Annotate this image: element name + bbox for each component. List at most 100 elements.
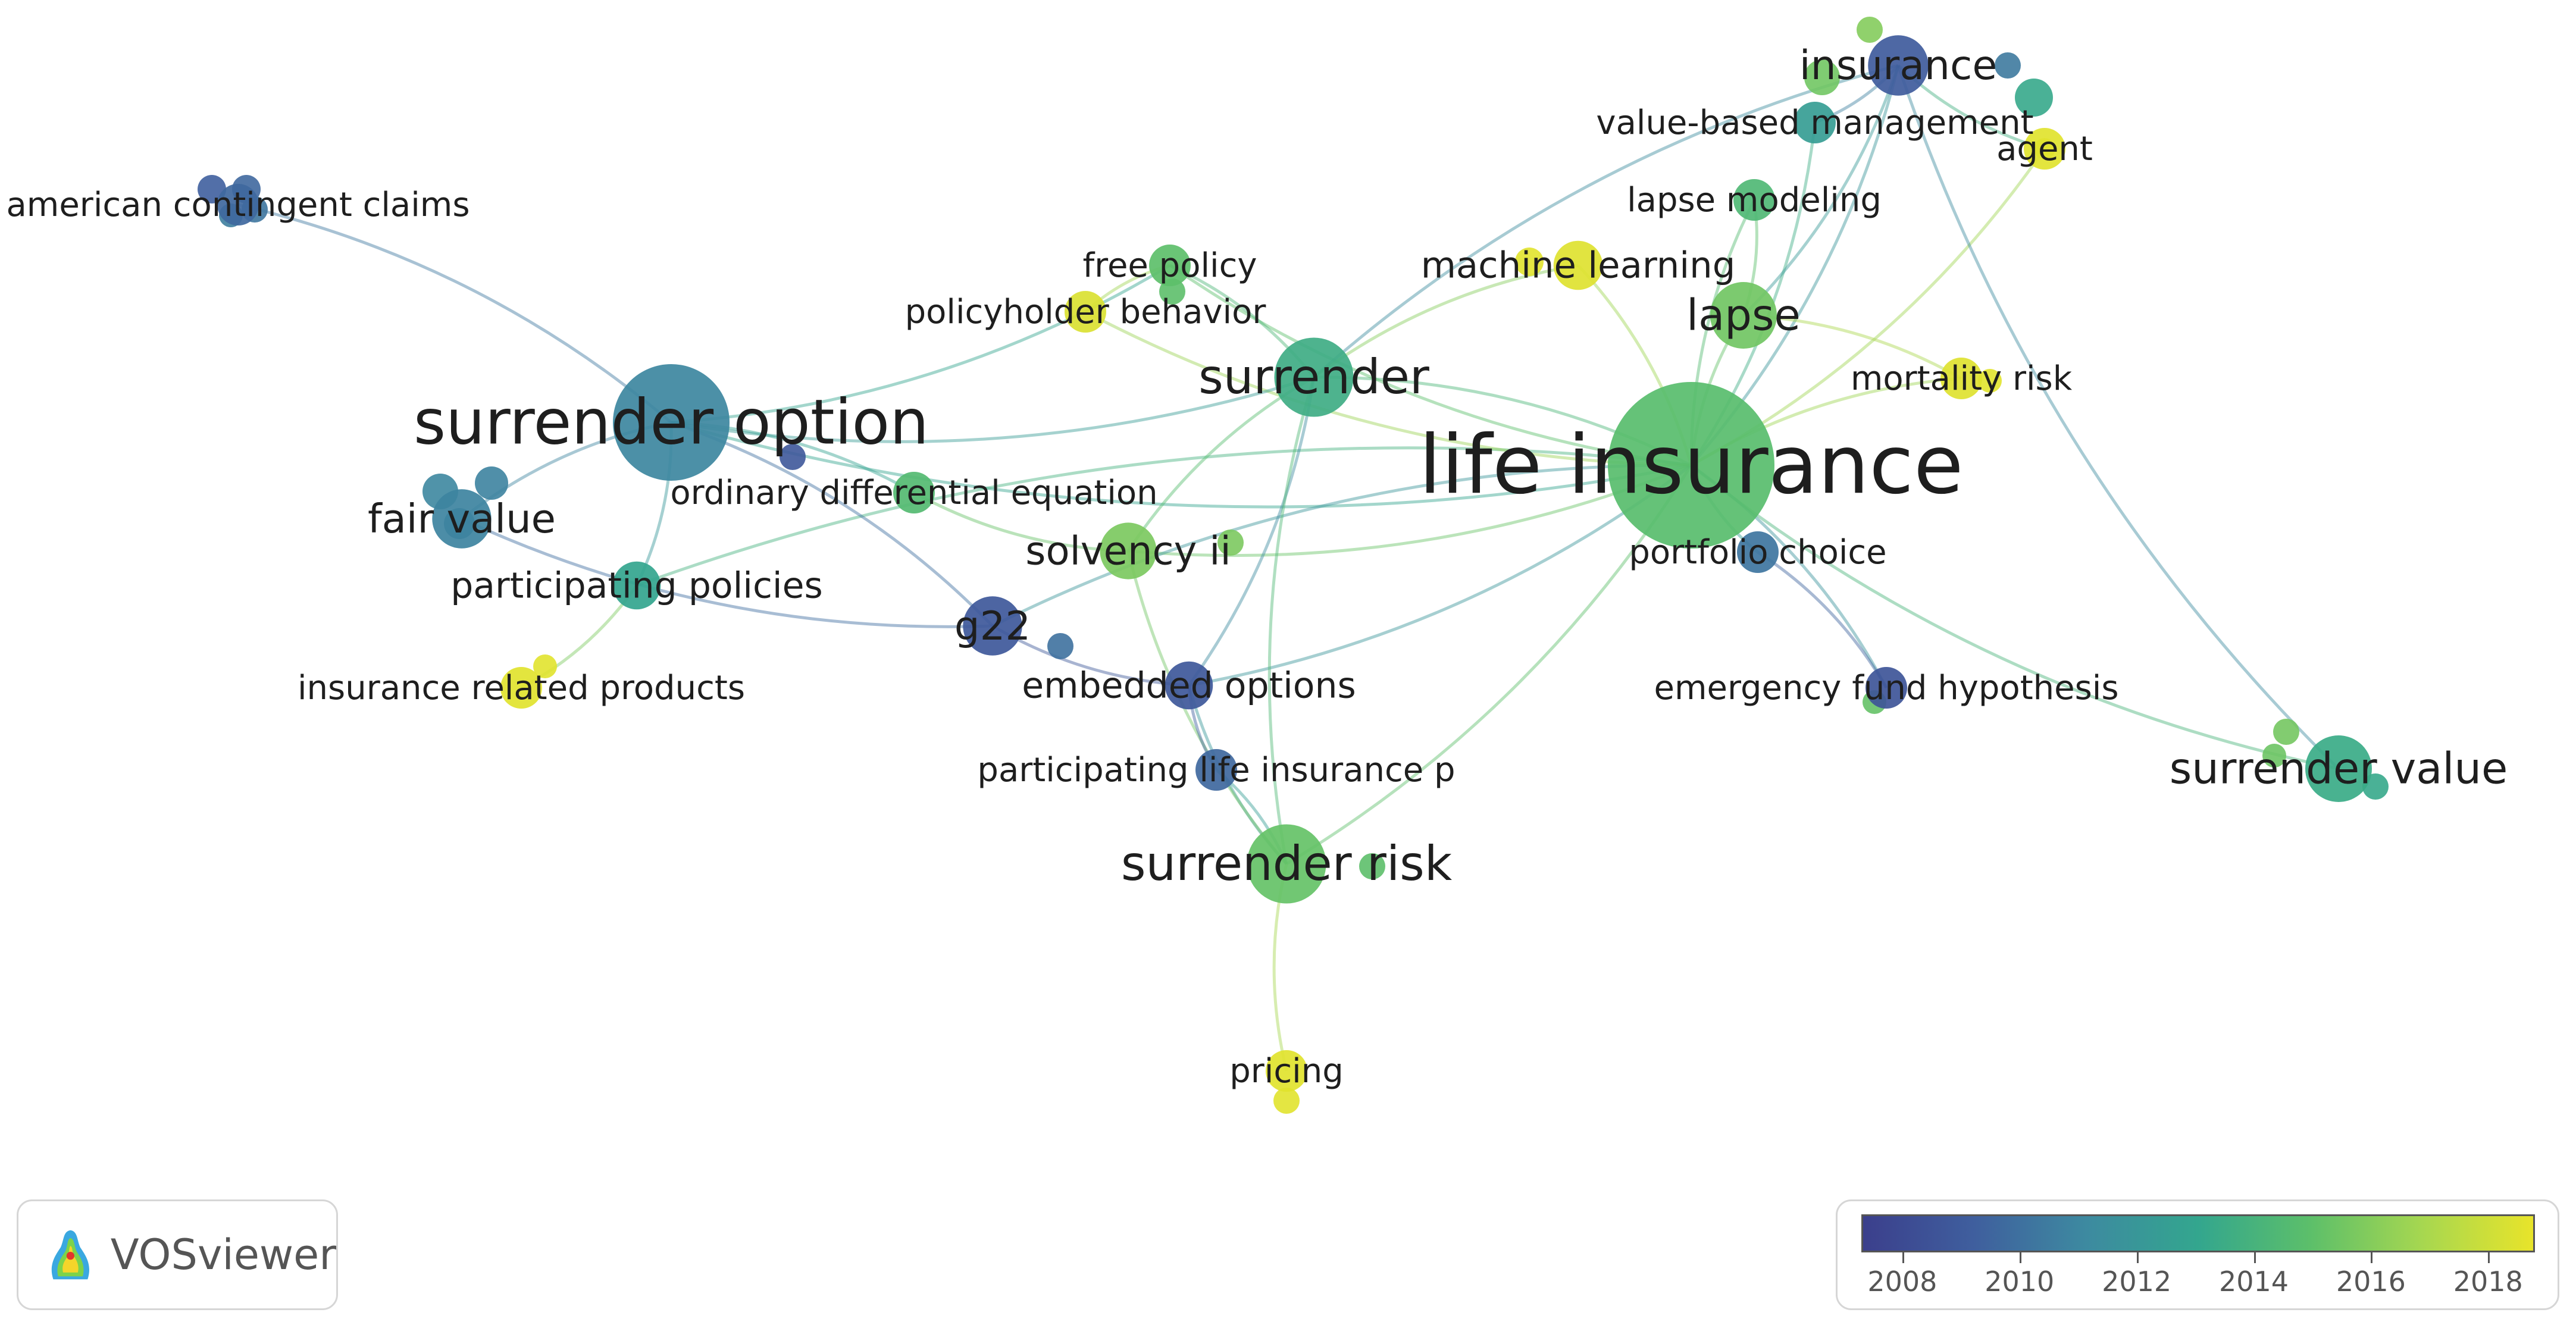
node-label-life-insurance: life insurance — [1419, 418, 1963, 512]
minor-node-20[interactable] — [1273, 1088, 1300, 1114]
minor-node-12[interactable] — [1217, 530, 1244, 556]
edge-surrender_option-american_contingent_claims — [237, 203, 672, 424]
minor-node-16[interactable] — [2262, 744, 2286, 768]
node-insurance-related-products[interactable] — [500, 667, 542, 709]
node-fair-value[interactable] — [432, 489, 492, 549]
node-solvency-ii[interactable] — [1100, 522, 1157, 580]
node-label-solvency-ii: solvency ii — [1025, 528, 1231, 574]
legend-tick-mark-2012 — [2136, 1252, 2139, 1263]
node-label-participating-policies: participating policies — [450, 565, 823, 606]
legend-tick-label-2016: 2016 — [2336, 1266, 2406, 1298]
edge-surrender-surrender_risk — [1267, 377, 1316, 864]
nodes-layer — [217, 35, 2372, 1092]
edge-life_insurance-surrender_risk — [1285, 464, 1693, 866]
edge-surrender_option-surrender — [671, 375, 1314, 443]
node-surrender-option[interactable] — [613, 364, 730, 481]
brand-name: VOSviewer — [110, 1230, 336, 1279]
minor-node-19[interactable] — [1978, 369, 2002, 393]
node-emergency-fund-hypothesis[interactable] — [1866, 667, 1907, 709]
node-label-surrender-risk: surrender risk — [1121, 836, 1453, 891]
node-surrender-risk[interactable] — [1247, 824, 1326, 904]
node-participating-policies[interactable] — [612, 561, 661, 610]
node-label-free-policy: free policy — [1082, 246, 1257, 285]
legend-tick-mark-2018 — [2488, 1252, 2490, 1263]
node-surrender-value[interactable] — [2305, 735, 2372, 802]
node-label-insurance: insurance — [1799, 42, 1997, 89]
minor-node-8[interactable] — [1804, 59, 1840, 95]
node-portfolio-choice[interactable] — [1737, 531, 1779, 573]
node-label-lapse: lapse — [1686, 290, 1801, 340]
node-label-policyholder-behavior: policyholder behavior — [905, 293, 1267, 331]
node-machine-learning[interactable] — [1553, 240, 1603, 290]
edge-emergency_fund_hypothesis-portfolio_choice — [1757, 550, 1888, 689]
legend-tick-mark-2010 — [2019, 1252, 2021, 1263]
node-label-embedded-options: embedded options — [1022, 665, 1356, 706]
edge-surrender-insurance — [1313, 64, 1899, 378]
edge-life_insurance-participating_policies — [636, 446, 1692, 587]
node-label-participating-life-insurance-p: participating life insurance p — [977, 751, 1455, 790]
node-label-insurance-related-products: insurance related products — [298, 669, 745, 707]
node-label-pricing: pricing — [1229, 1052, 1344, 1091]
node-pricing[interactable] — [1266, 1050, 1307, 1092]
edge-insurance-lapse — [1742, 65, 1900, 317]
node-life-insurance[interactable] — [1608, 382, 1774, 549]
node-label-value-based-management: value-based management — [1596, 104, 2033, 142]
node-label-surrender-option: surrender option — [414, 386, 929, 458]
edge-g22-fair_value — [461, 517, 993, 628]
node-label-fair-value: fair value — [368, 496, 556, 542]
edge-solvency_ii-ordinary_differential_equation — [913, 491, 1129, 553]
edge-surrender-machine_learning — [1313, 264, 1579, 379]
legend-tick-mark-2008 — [1902, 1252, 1904, 1263]
node-insurance[interactable] — [1868, 35, 1929, 96]
node-mortality-risk[interactable] — [1940, 358, 1982, 399]
legend-tick-mark-2016 — [2371, 1252, 2373, 1263]
node-policyholder-behavior[interactable] — [1065, 291, 1106, 333]
node-value-based-management[interactable] — [1794, 102, 1836, 143]
node-label-mortality-risk: mortality risk — [1851, 359, 2073, 398]
node-embedded-options[interactable] — [1165, 661, 1213, 710]
minor-node-7[interactable] — [1857, 17, 1883, 43]
edge-surrender-embedded_options — [1187, 377, 1316, 687]
legend-tick-mark-2014 — [2253, 1252, 2256, 1263]
node-american-contingent-claims[interactable] — [217, 184, 259, 225]
vosviewer-brand-box: VOSviewer — [17, 1199, 338, 1310]
edge-life_insurance-g22 — [991, 463, 1692, 628]
minor-node-21[interactable] — [1515, 248, 1544, 276]
minor-node-9[interactable] — [1995, 52, 2021, 79]
minor-node-22[interactable] — [780, 444, 806, 470]
vosviewer-logo-icon — [51, 1230, 89, 1280]
edge-surrender_risk-solvency_ii — [1126, 550, 1288, 865]
minor-node-10[interactable] — [2015, 79, 2053, 117]
legend-tick-label-2008: 2008 — [1867, 1266, 1938, 1298]
minor-node-23[interactable] — [533, 654, 557, 678]
minor-node-14[interactable] — [1359, 853, 1385, 879]
legend-tick-label-2018: 2018 — [2453, 1266, 2523, 1298]
node-ordinary-differential-equation[interactable] — [893, 472, 935, 513]
edge-life_insurance-surrender_value — [1690, 464, 2339, 770]
node-agent[interactable] — [2024, 128, 2065, 170]
minor-node-15[interactable] — [2273, 719, 2299, 745]
edge-life_insurance-solvency_ii — [1128, 463, 1692, 557]
edge-surrender_value-insurance — [1896, 65, 2340, 770]
node-label-g22: g22 — [954, 603, 1031, 649]
node-label-american-contingent-claims: american contingent claims — [6, 186, 469, 224]
node-participating-life-insurance-p[interactable] — [1195, 749, 1237, 791]
node-free-policy[interactable] — [1149, 245, 1191, 286]
node-g22[interactable] — [963, 596, 1022, 656]
node-label-surrender-value: surrender value — [2170, 743, 2508, 793]
node-lapse[interactable] — [1710, 282, 1777, 349]
minor-node-5[interactable] — [475, 466, 508, 500]
legend-tick-label-2012: 2012 — [2102, 1266, 2172, 1298]
node-surrender[interactable] — [1274, 337, 1354, 417]
node-label-emergency-fund-hypothesis: emergency fund hypothesis — [1654, 669, 2118, 707]
legend-tick-label-2010: 2010 — [1985, 1266, 2055, 1298]
node-label-ordinary-differential-equation: ordinary differential equation — [670, 474, 1157, 512]
node-label-lapse-modeling: lapse modeling — [1627, 181, 1882, 220]
minor-node-13[interactable] — [1047, 633, 1073, 659]
node-label-surrender: surrender — [1198, 349, 1429, 405]
node-lapse-modeling[interactable] — [1733, 179, 1775, 221]
